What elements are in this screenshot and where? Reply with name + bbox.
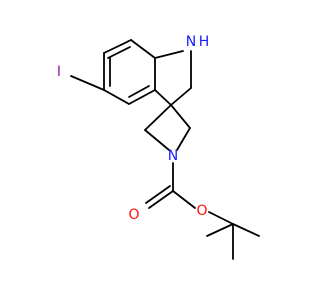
atom-ester-o: O	[196, 203, 207, 219]
bond-c5-c6	[103, 89, 130, 105]
atom-carbonyl-o: O	[128, 207, 139, 223]
bond-c2-spiro	[170, 87, 192, 106]
bond-n-ch2-right	[176, 127, 191, 151]
bond-c7a-n1	[154, 50, 184, 59]
bond-ch2-left-n	[144, 129, 170, 151]
bond-c4-c5	[128, 89, 156, 105]
bond-tbu-methyl-right	[232, 223, 260, 237]
atom-azetidine-n: N	[168, 148, 178, 164]
pyrrolidine-ring	[154, 50, 192, 106]
bond-c7-c7a	[103, 39, 132, 54]
bond-carbonyl-o-double-a	[148, 190, 174, 209]
atom-indoline-n: N	[186, 34, 196, 50]
bond-ester-o-tbu	[208, 211, 234, 225]
bond-carbonyl-o-double-b	[145, 185, 171, 204]
bond-spiro-ch2-left	[144, 104, 172, 131]
molecule-structure: I H N N O O	[57, 34, 260, 260]
boc-group	[145, 162, 260, 260]
azetidine-ring	[144, 104, 191, 151]
benzene-ring	[103, 39, 156, 105]
bond-c4-c5-inner	[128, 85, 150, 98]
bond-c7-c7a-inner	[107, 46, 131, 59]
bond-c7a-c3a	[130, 39, 156, 59]
bond-carbonyl-ester-o	[172, 190, 196, 209]
bond-ch2-right-spiro	[170, 104, 191, 129]
atom-indoline-h: H	[199, 34, 210, 50]
bond-spiro-c3a	[154, 89, 172, 106]
bond-tbu-methyl-left	[206, 223, 234, 237]
atom-iodine: I	[57, 64, 61, 80]
bond-c-iodine	[70, 75, 105, 91]
